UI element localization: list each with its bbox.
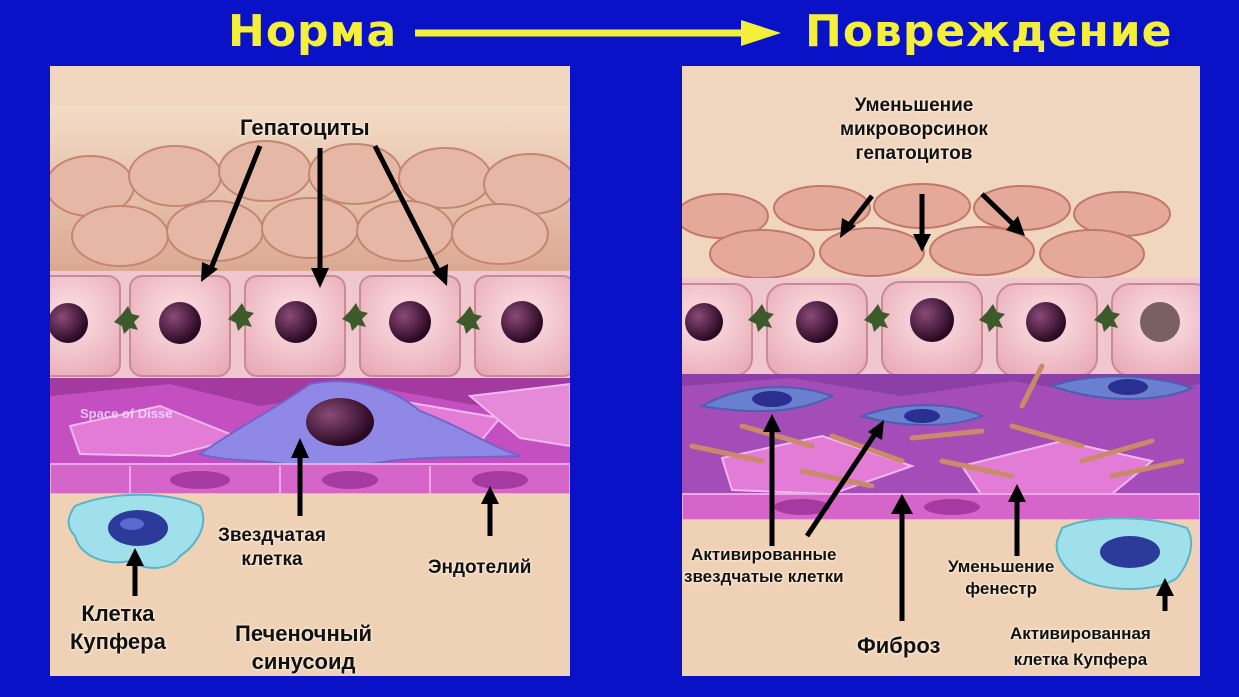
- label-stellate-cell: Звездчатая клетка: [218, 524, 326, 572]
- label-hepatocytes: Гепатоциты: [240, 114, 370, 142]
- damaged-liver-diagram: Уменьшение микроворсинок гепатоцитов Акт…: [682, 66, 1200, 676]
- title-damage: Повреждение: [805, 6, 1172, 57]
- label-microvilli: Уменьшение микроворсинок гепатоцитов: [840, 94, 988, 166]
- label-sinusoid: Печеночный синусоид: [235, 620, 372, 676]
- label-endothelium: Эндотелий: [428, 556, 532, 580]
- label-fenestrae: Уменьшение фенестр: [948, 556, 1054, 600]
- endothelium-layer-damaged: [682, 494, 1200, 520]
- label-fibrosis: Фиброз: [857, 632, 940, 660]
- label-activated-kupffer: Активированная клетка Купфера: [1010, 621, 1151, 673]
- endothelium-layer: [50, 464, 570, 494]
- normal-illustration: [50, 66, 570, 676]
- hepatocyte-row: [50, 271, 570, 381]
- transition-arrow-icon: [415, 16, 785, 50]
- hepatocyte-row-damaged: [682, 278, 1200, 378]
- normal-liver-diagram: Гепатоциты Space of Disse Звездчатая кле…: [50, 66, 570, 676]
- label-kupffer-cell: Клетка Купфера: [70, 600, 166, 656]
- label-space-of-disse: Space of Disse: [80, 402, 173, 426]
- label-activated-stellate: Активированные звездчатые клетки: [684, 544, 844, 588]
- title-normal: Норма: [228, 6, 397, 57]
